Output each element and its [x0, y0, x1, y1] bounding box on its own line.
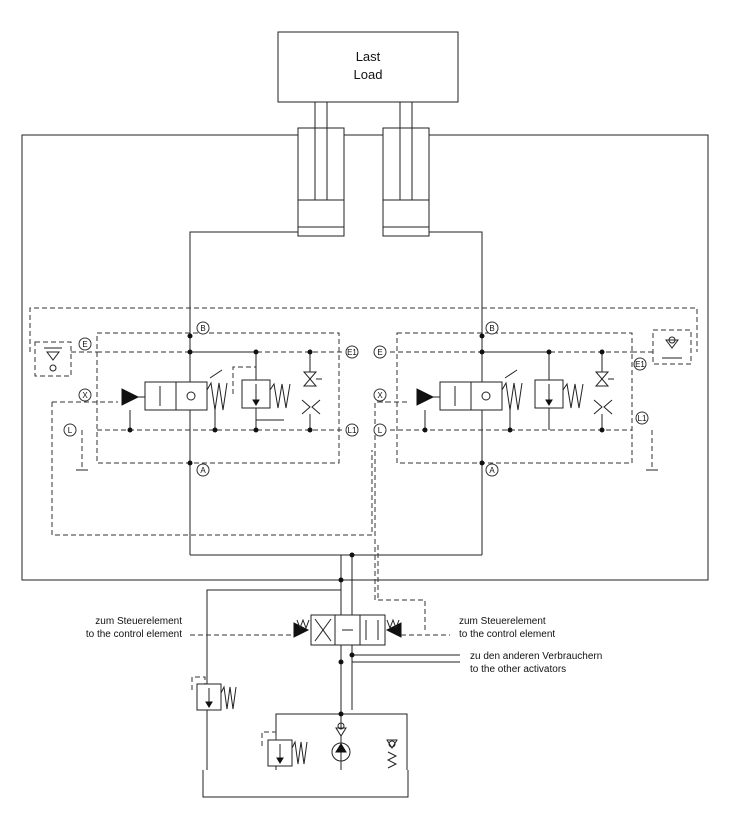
port-L1-right: L1	[635, 411, 649, 425]
port-E1-right: E1	[633, 357, 647, 371]
svg-text:E: E	[377, 348, 382, 357]
svg-text:zum Steuerelement: zum Steuerelement	[95, 616, 182, 627]
load-holding-valve-right: B A E X L E1 L1	[373, 321, 692, 630]
port-L-right: L	[373, 423, 387, 437]
svg-text:zum Steuerelement: zum Steuerelement	[459, 616, 546, 627]
supply-lines	[202, 545, 409, 798]
load-label-de: Last	[356, 49, 381, 64]
svg-text:L1: L1	[348, 426, 357, 435]
svg-text:to the other activators: to the other activators	[470, 664, 566, 675]
svg-text:A: A	[200, 466, 206, 475]
port-B-right: B	[485, 321, 499, 335]
port-E1-left: E1	[345, 345, 359, 359]
load-block: Last Load	[277, 31, 459, 103]
relief-valve-system	[191, 676, 237, 711]
svg-text:B: B	[200, 324, 205, 333]
machine-frame	[21, 134, 709, 581]
port-X-right: X	[373, 388, 387, 402]
svg-text:E1: E1	[347, 348, 357, 357]
tank-check-valve	[386, 739, 398, 769]
port-B-left: B	[196, 321, 210, 335]
svg-text:X: X	[82, 391, 88, 400]
annotation-other-consumers: zu den anderen Verbrauchern to the other…	[470, 651, 602, 675]
port-E-left: E	[78, 337, 92, 351]
annotation-left-control: zum Steuerelement to the control element	[86, 616, 182, 640]
cylinder-left	[297, 102, 345, 237]
svg-text:zu den anderen Verbrauchern: zu den anderen Verbrauchern	[470, 651, 602, 662]
svg-text:to the control element: to the control element	[459, 629, 555, 640]
valve-housing-left	[96, 332, 340, 464]
port-A-left: A	[196, 463, 210, 477]
load-label-en: Load	[354, 67, 383, 82]
svg-text:L: L	[378, 426, 383, 435]
svg-text:E1: E1	[635, 360, 645, 369]
pump-check-valve	[335, 722, 347, 737]
cylinder-right	[382, 102, 430, 237]
port-L1-left: L1	[345, 423, 359, 437]
valve-housing-right	[396, 332, 633, 464]
pump-unit	[261, 711, 408, 770]
port-E-right: E	[373, 345, 387, 359]
pilot-line-outer	[29, 307, 698, 352]
svg-text:B: B	[489, 324, 494, 333]
svg-text:L: L	[68, 426, 73, 435]
port-L-left: L	[63, 423, 77, 437]
svg-text:L1: L1	[638, 414, 647, 423]
load-holding-valve-left: B A E X L E1 L1	[34, 321, 373, 536]
annotation-right-control: zum Steuerelement to the control element	[459, 616, 555, 640]
svg-text:A: A	[489, 466, 495, 475]
svg-text:E: E	[82, 340, 87, 349]
hydraulic-pump	[331, 742, 351, 762]
svg-text:X: X	[377, 391, 383, 400]
svg-text:to the control element: to the control element	[86, 629, 182, 640]
cylinder-pipes	[189, 231, 483, 556]
port-A-right: A	[485, 463, 499, 477]
port-X-left: X	[78, 388, 92, 402]
